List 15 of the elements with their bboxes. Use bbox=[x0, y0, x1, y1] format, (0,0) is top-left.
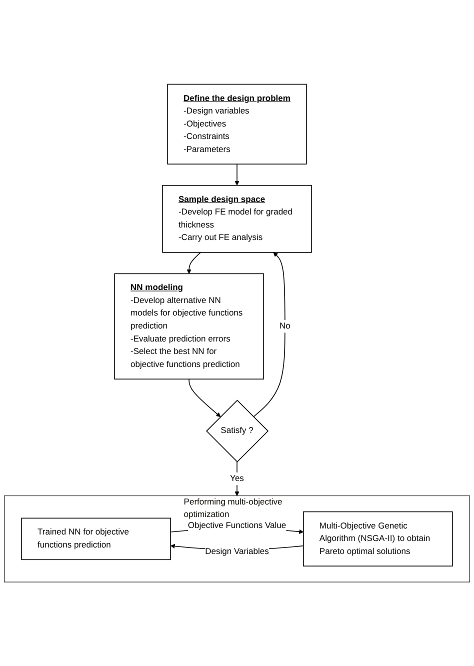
arrow bbox=[234, 164, 240, 186]
node-diamond: Satisfy ? bbox=[206, 400, 269, 462]
edge-label: Yes bbox=[230, 474, 244, 483]
edge-label: No bbox=[280, 321, 290, 331]
edge-label: Objective Functions Value bbox=[188, 520, 286, 530]
node-box: Multi-Objective Genetic Algorithm (NSGA-II) to obtain Pareto optimal solutions bbox=[303, 511, 453, 566]
arrow bbox=[253, 252, 286, 418]
arrow bbox=[188, 378, 221, 417]
node-box: Define the design problem -Design variables -Objectives -Constraints -Parameters bbox=[167, 84, 307, 164]
node-box: Sample design space -Develop FE model for graded thickness -Carry out FE analysis bbox=[162, 184, 312, 253]
node-box: Trained NN for objective functions prediction bbox=[21, 518, 171, 560]
node-box: NN modeling -Develop alternative NN models for objective functions prediction -Evaluate prediction errors -Select the best NN for objective functions prediction bbox=[114, 273, 264, 380]
arrow bbox=[234, 461, 240, 496]
arrow bbox=[186, 252, 201, 274]
edge-label: Design Variables bbox=[205, 547, 269, 556]
